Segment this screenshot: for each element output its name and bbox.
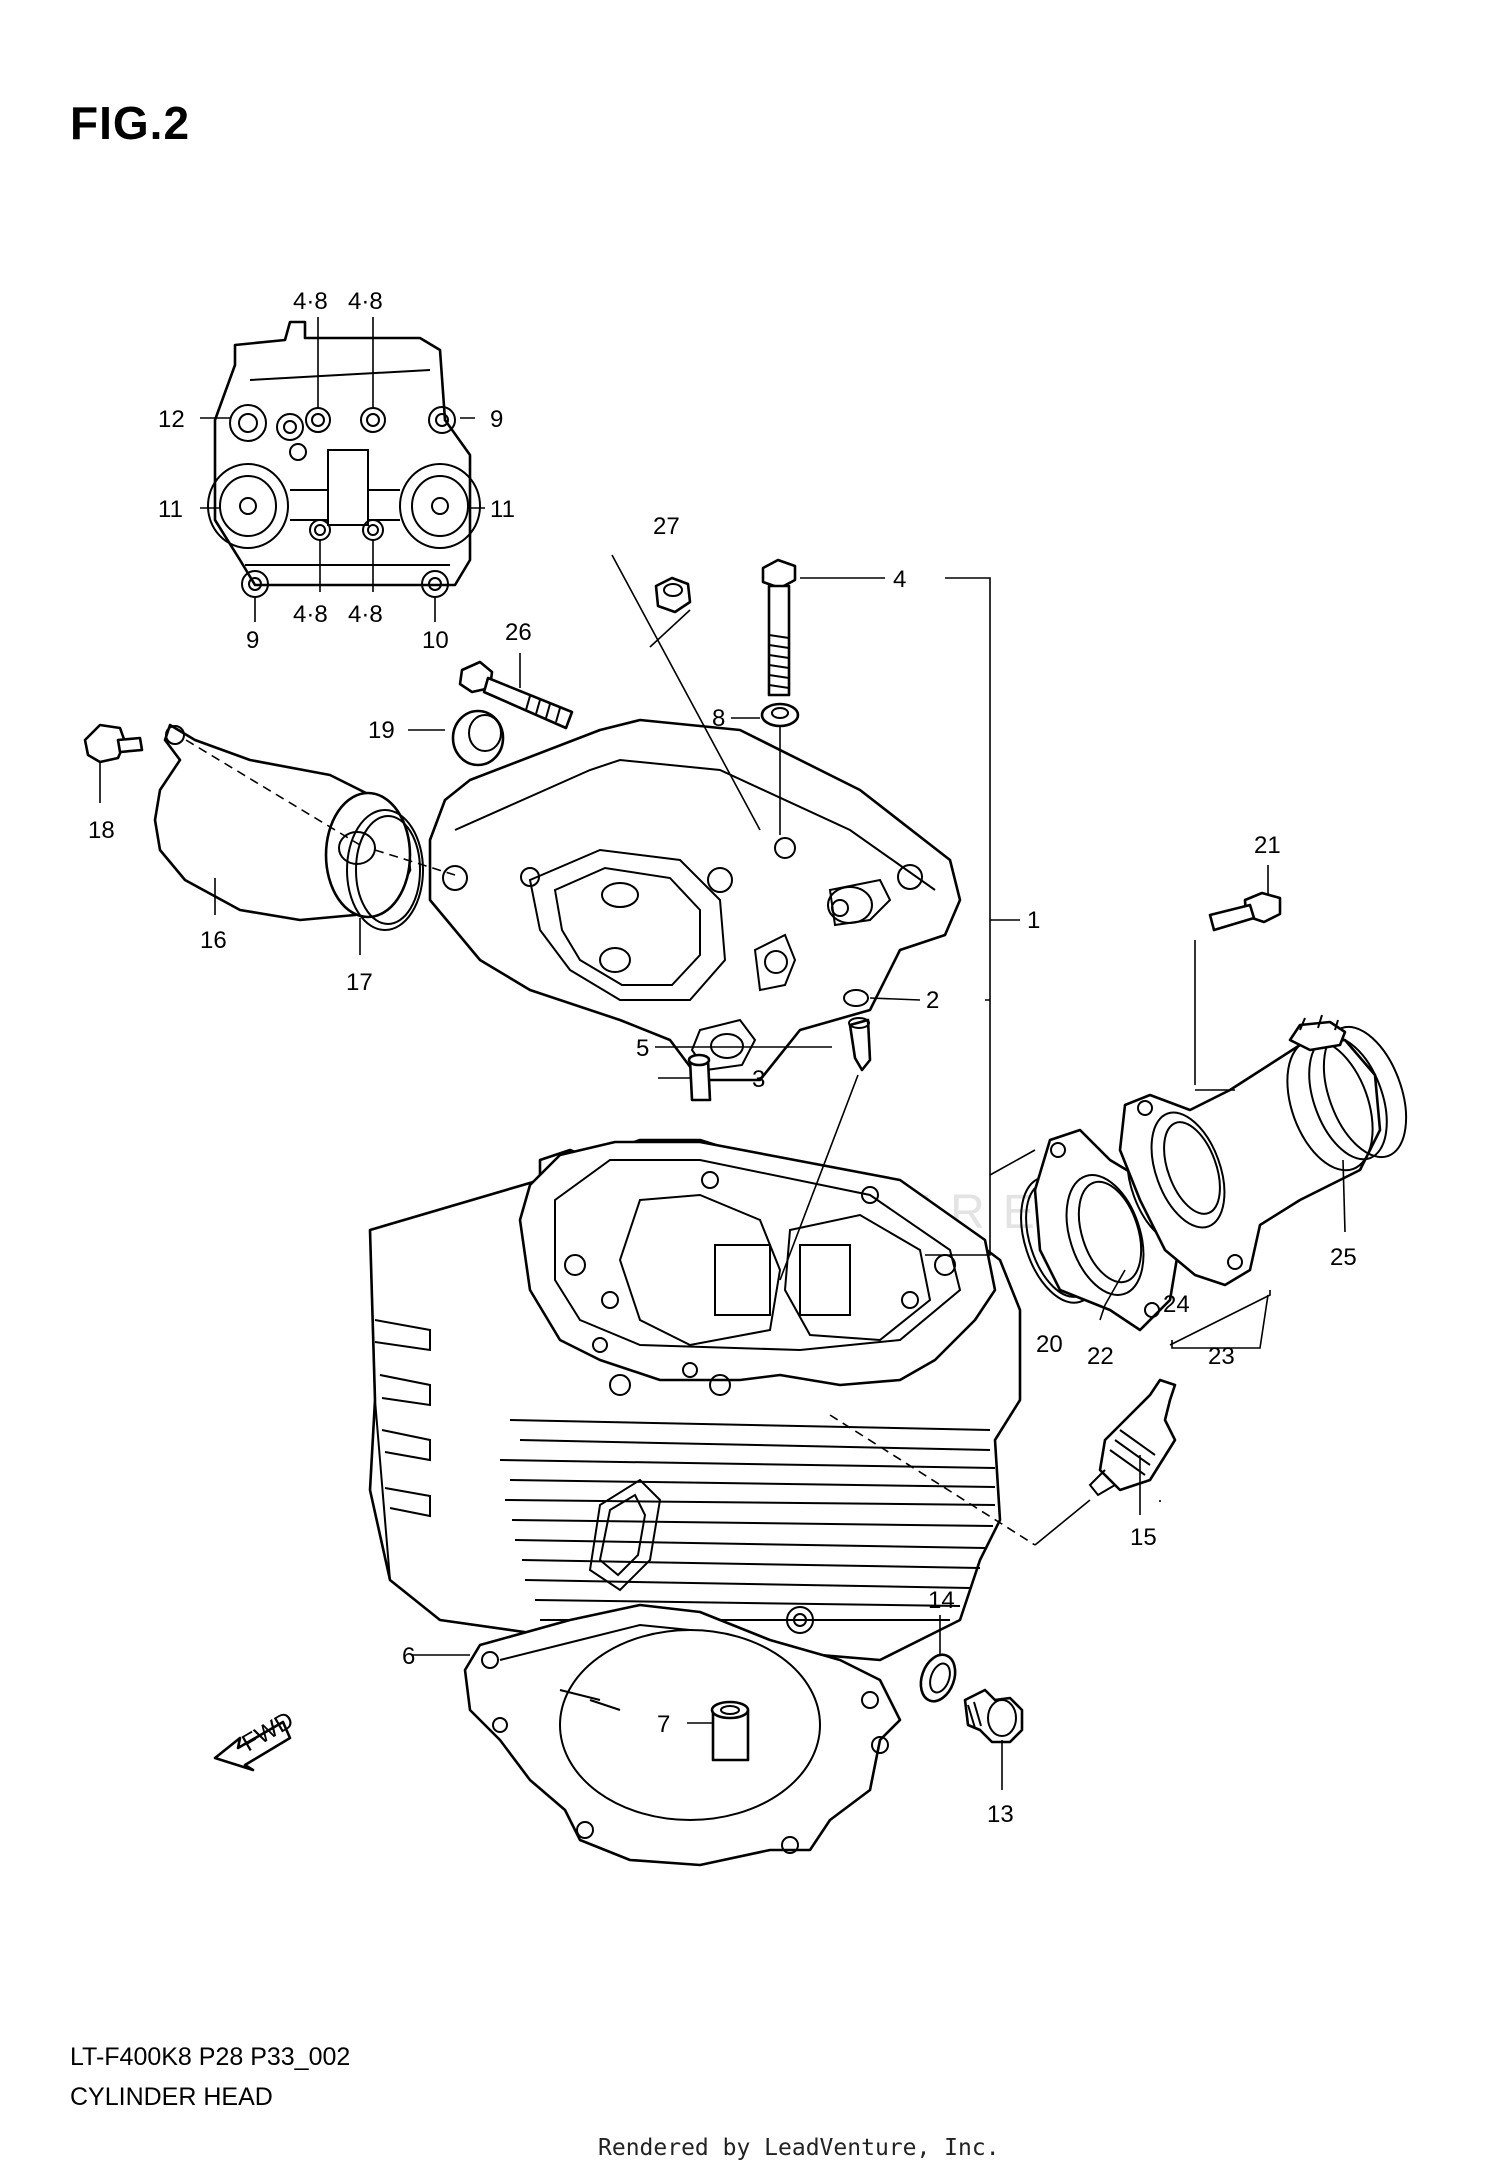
intake-pipe-23	[1118, 1035, 1388, 1287]
spark-plug-15	[1088, 1378, 1177, 1497]
bolt-21	[1194, 891, 1282, 1085]
callout-14: 14	[928, 1587, 955, 1614]
callout-labels: 4 27 26 8 19 18 16 17 21 1 2 5 3 25 24 2…	[88, 513, 1357, 1828]
inset-label-top-left: 4·8	[293, 288, 328, 315]
part-19	[451, 709, 505, 767]
inset-label-10: 10	[422, 627, 449, 654]
diagram-code: LT-F400K8 P28 P33_002	[70, 2043, 351, 2071]
callout-7: 7	[657, 1711, 670, 1738]
callout-26: 26	[505, 619, 532, 646]
callout-15: 15	[1130, 1524, 1157, 1551]
o-ring-17	[346, 809, 424, 931]
inset-bolt-pattern	[200, 317, 485, 622]
bolt-18	[83, 723, 144, 764]
callout-17: 17	[346, 969, 373, 996]
nut-27	[611, 554, 761, 831]
bolt-26	[458, 660, 574, 730]
cylinder-head-assembly	[368, 1138, 1091, 1662]
credit-line: Rendered by LeadVenture, Inc.	[598, 2135, 1000, 2161]
callout-4: 4	[893, 566, 906, 593]
callout-2: 2	[926, 987, 939, 1014]
clamp-25	[1288, 1014, 1408, 1159]
fwd-arrow-icon: FWD	[213, 1706, 298, 1772]
dowel-pin-3	[687, 1053, 712, 1102]
callout-1: 1	[1027, 907, 1040, 934]
inset-labels: 4·8 4·8 12 9 11 11 4·8 4·8 9 10	[158, 288, 515, 654]
callout-16: 16	[200, 927, 227, 954]
callout-23: 23	[1208, 1343, 1235, 1370]
callout-5: 5	[636, 1035, 649, 1062]
inset-label-11-left: 11	[158, 496, 183, 523]
callout-21: 21	[1254, 832, 1281, 859]
callout-8: 8	[712, 705, 725, 732]
washer-8	[760, 702, 800, 835]
plug-13	[963, 1688, 1024, 1744]
callout-27: 27	[653, 513, 680, 540]
callout-3: 3	[752, 1066, 765, 1093]
bolt-4	[761, 558, 797, 697]
inset-label-11-right: 11	[490, 496, 515, 523]
inset-label-9-bottom: 9	[246, 627, 259, 654]
callout-22: 22	[1087, 1343, 1114, 1370]
inset-label-bottom-right: 4·8	[348, 601, 383, 628]
callout-18: 18	[88, 817, 115, 844]
callout-24: 24	[1163, 1291, 1190, 1318]
inset-label-12: 12	[158, 406, 185, 433]
part-2	[843, 989, 869, 1007]
callout-13: 13	[987, 1801, 1014, 1828]
head-gasket-6	[463, 1603, 902, 1867]
tappet-cap	[153, 723, 456, 922]
callout-20: 20	[1036, 1331, 1063, 1358]
insulator-22	[1033, 1128, 1182, 1332]
figure-title: FIG.2	[70, 97, 191, 149]
cylinder-head-cover	[428, 718, 962, 1082]
inset-label-9-top: 9	[490, 406, 503, 433]
part-5	[779, 1017, 872, 1281]
callout-6: 6	[402, 1643, 415, 1670]
inset-label-bottom-left: 4·8	[293, 601, 328, 628]
diagram-name: CYLINDER HEAD	[70, 2083, 273, 2111]
callout-19: 19	[368, 717, 395, 744]
dowel-pin-7	[710, 1700, 750, 1762]
inset-label-top-right: 4·8	[348, 288, 383, 315]
washer-14	[919, 1653, 957, 1703]
callout-25: 25	[1330, 1244, 1357, 1271]
leader-lines	[99, 577, 1346, 1790]
